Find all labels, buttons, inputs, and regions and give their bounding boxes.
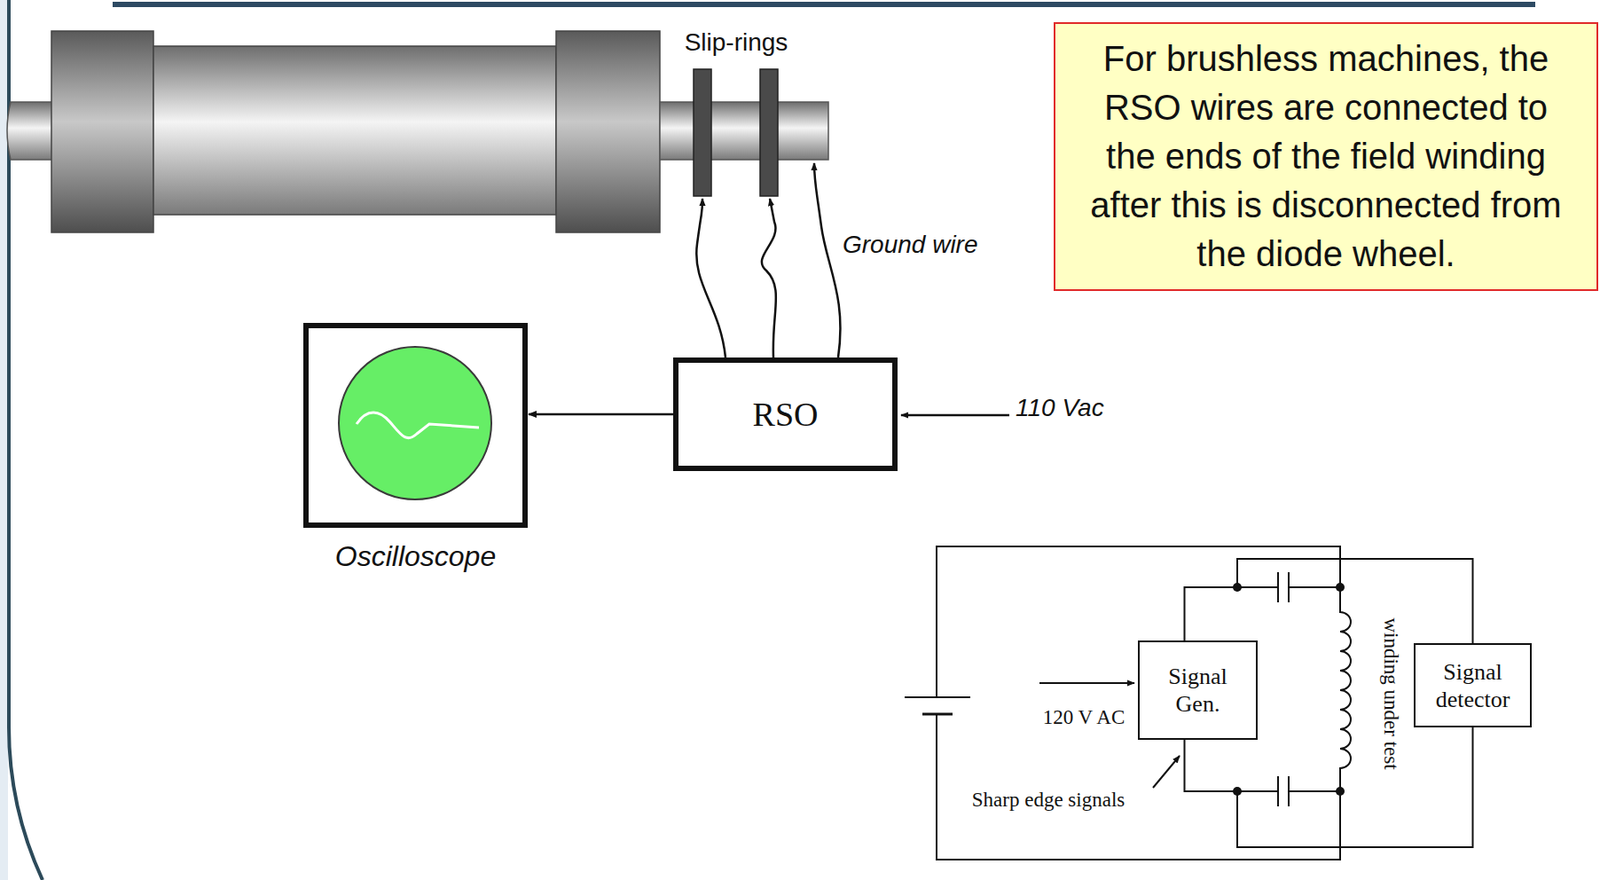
part-label: Slip-rings — [684, 28, 789, 57]
end-cap — [51, 31, 154, 233]
supply-label: 120 V AC — [1043, 705, 1125, 730]
winding-label: winding under test — [1379, 617, 1403, 769]
rso-box: RSO — [673, 357, 898, 471]
supply-arrow — [901, 414, 1010, 417]
signal-detector-box: Signal detector — [1413, 643, 1532, 728]
box-text: For brushless machines, the RSO wires ar… — [1077, 34, 1575, 279]
lead-wire — [761, 198, 777, 358]
capacitor-plate — [1277, 776, 1279, 807]
junction-dot — [1335, 786, 1345, 796]
circuit-wire — [1237, 586, 1279, 589]
scope-screen — [338, 346, 492, 500]
circuit-wire — [1184, 727, 1474, 848]
circuit-wire — [1237, 790, 1279, 793]
battery-plate — [922, 713, 953, 716]
ground-wire — [814, 163, 840, 358]
slip-ring — [760, 69, 778, 197]
box-text: Signal detector — [1426, 658, 1520, 714]
lead-wire — [696, 198, 726, 358]
box-heading: Oscilloscope — [308, 540, 523, 573]
winding-coil — [1340, 587, 1351, 792]
signal-arrow — [528, 413, 674, 416]
end-cap — [556, 31, 660, 233]
rotor-body — [153, 46, 557, 215]
battery-plate — [904, 696, 971, 699]
circuit-wire — [1288, 790, 1341, 793]
circuit-wire — [1288, 586, 1341, 589]
top-rule — [112, 1, 1536, 8]
test-circuit — [904, 546, 1351, 860]
trace — [356, 412, 479, 439]
shaft — [659, 101, 829, 160]
signal-label: Sharp edge signals — [972, 788, 1125, 812]
slip-ring — [693, 69, 712, 197]
box-text: RSO — [752, 394, 819, 434]
wire-label: Ground wire — [842, 230, 979, 259]
junction-dot — [1335, 582, 1345, 592]
note-callout: For brushless machines, the RSO wires ar… — [1053, 22, 1599, 291]
input-arrow — [1039, 682, 1135, 684]
leader-arrow — [1152, 755, 1180, 788]
box-text: Signal Gen. — [1157, 662, 1240, 718]
supply-label: 110 Vac — [1015, 393, 1105, 423]
signal-generator-box: Signal Gen. — [1137, 640, 1258, 740]
rotor-drawing — [7, 31, 829, 233]
oscilloscope-box: Oscilloscope — [303, 322, 528, 528]
capacitor-plate — [1277, 572, 1279, 603]
circuit-wire — [1184, 558, 1474, 644]
